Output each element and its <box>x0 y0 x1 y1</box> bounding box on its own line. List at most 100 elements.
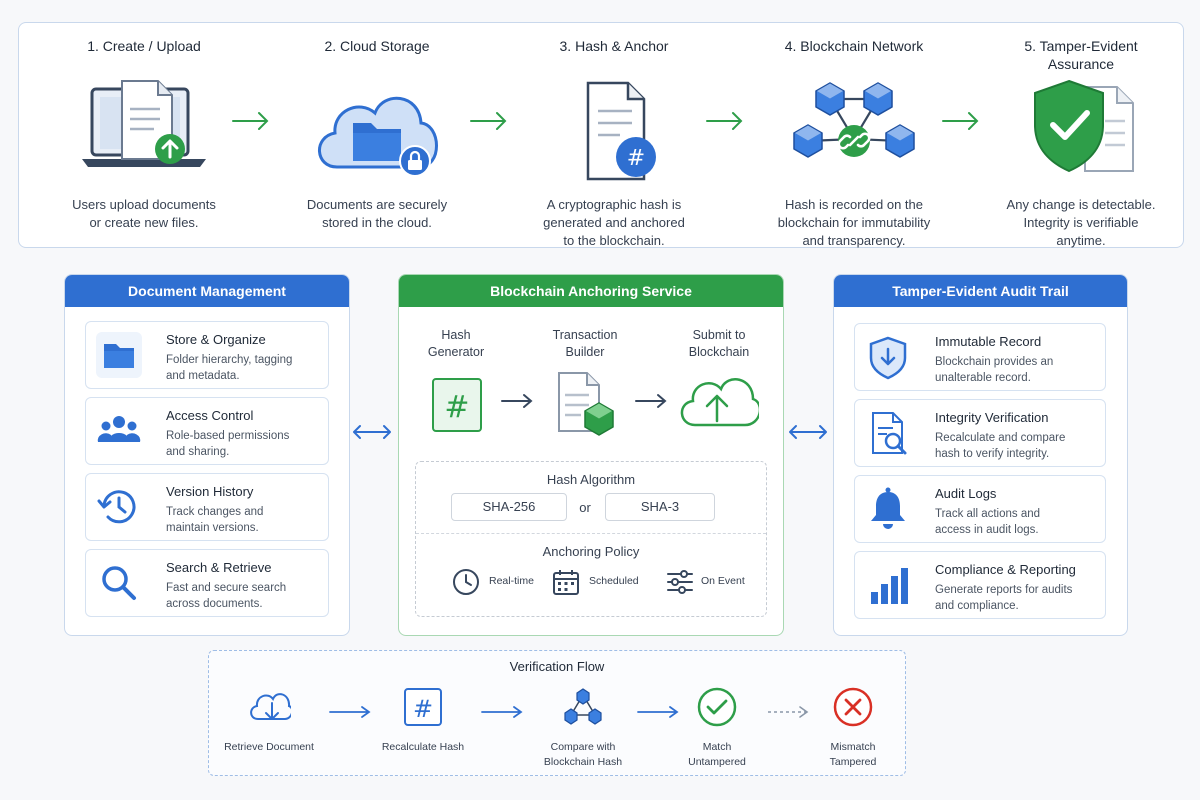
cloud-folder-lock-icon <box>318 96 438 177</box>
search-icon <box>102 566 136 600</box>
blockchain-cubes-icon <box>564 688 602 725</box>
step-desc-line: anytime. <box>1056 233 1106 248</box>
folder-icon <box>96 332 142 378</box>
card-audit-logs: Audit Logs Track all actions and access … <box>854 475 1106 543</box>
shield-down-icon <box>869 336 907 380</box>
card-desc-line: and sharing. <box>166 446 230 458</box>
x-circle-icon <box>833 687 873 727</box>
laptop-upload-icon <box>82 80 206 167</box>
verify-step-retrieve: Retrieve Document <box>209 685 329 755</box>
stage-label-line: Blockchain <box>688 345 750 359</box>
stage-label-line: Hash <box>441 328 471 342</box>
card-desc-line: and metadata. <box>166 370 240 382</box>
step-title: 5. Tamper-Evident <box>1024 38 1138 54</box>
step-desc-line: Hash is recorded on the <box>784 197 924 212</box>
algorithm-option-sha3[interactable]: SHA-3 <box>605 493 715 521</box>
verify-step-recalculate: # Recalculate Hash <box>363 685 483 755</box>
step-title: 3. Hash & Anchor <box>559 38 669 54</box>
pipeline-step-cloud-storage: 2. Cloud Storage Documents are securely … <box>277 23 477 232</box>
algorithm-or-label: or <box>579 500 591 515</box>
verify-step-label: Retrieve Document <box>224 741 314 753</box>
bell-icon <box>871 487 905 529</box>
stage-label-submit-blockchain: Submit to Blockchain <box>669 327 769 361</box>
card-desc-line: Role-based permissions <box>166 430 290 442</box>
card-desc-line: unalterable record. <box>935 372 1031 384</box>
stage-label-line: Builder <box>565 345 605 359</box>
verify-step-label: Compare with <box>550 741 616 753</box>
divider <box>416 533 766 534</box>
policy-label: On Event <box>701 575 745 587</box>
svg-text:#: # <box>444 390 469 425</box>
policy-label: Scheduled <box>589 575 639 587</box>
arrow-right-icon <box>501 394 533 408</box>
cloud-download-icon <box>250 693 294 720</box>
panel-title: Tamper-Evident Audit Trail <box>834 275 1127 307</box>
card-desc-line: Track all actions and <box>935 508 1041 520</box>
document-hash-icon: # <box>586 81 656 181</box>
arrow-right-icon <box>706 112 743 130</box>
policy-real-time[interactable]: Real-time <box>451 565 551 599</box>
verification-flow-title: Verification Flow <box>509 659 605 674</box>
card-title: Access Control <box>166 408 254 423</box>
step-desc-line: Users upload documents <box>72 197 216 212</box>
hash-icon: # <box>404 688 442 726</box>
card-desc-line: across documents. <box>166 598 263 610</box>
pipeline-step-tamper-evident: 5. Tamper-Evident Assurance Any change i… <box>981 23 1181 250</box>
card-title: Audit Logs <box>935 486 997 501</box>
step-title: 2. Cloud Storage <box>324 38 430 54</box>
arrow-right-icon <box>637 706 679 718</box>
dashed-arrow-right-icon <box>768 706 809 718</box>
pipeline-step-create-upload: 1. Create / Upload Users upload document… <box>44 23 244 232</box>
stage-label-line: Transaction <box>552 328 618 342</box>
arrow-right-icon <box>470 112 507 130</box>
clock-icon <box>453 569 479 595</box>
step-title: 1. Create / Upload <box>87 38 201 54</box>
bidirectional-arrow-icon <box>353 425 391 439</box>
history-clock-icon <box>97 490 136 524</box>
card-title: Integrity Verification <box>935 410 1049 425</box>
verify-step-match: Match Untampered <box>657 685 777 770</box>
hash-algorithm-title: Hash Algorithm <box>546 472 636 487</box>
card-desc-line: Recalculate and compare <box>935 432 1066 444</box>
transaction-document-icon <box>558 372 614 436</box>
card-desc-line: access in audit logs. <box>935 524 1039 536</box>
card-desc-line: Generate reports for audits <box>935 584 1073 596</box>
verify-step-label: Untampered <box>688 756 746 768</box>
verify-step-mismatch: Mismatch Tampered <box>793 685 913 770</box>
bar-chart-icon <box>871 568 908 604</box>
step-desc-line: or create new files. <box>89 215 199 230</box>
hash-generator-icon: # <box>432 378 482 432</box>
card-search-retrieve: Search & Retrieve Fast and secure search… <box>85 549 329 617</box>
card-desc-line: Fast and secure search <box>166 582 287 594</box>
step-desc-line: blockchain for immutability <box>777 215 931 230</box>
cloud-upload-icon <box>680 378 759 427</box>
algorithm-option-sha256[interactable]: SHA-256 <box>451 493 567 521</box>
card-title: Compliance & Reporting <box>935 562 1076 577</box>
step-desc-line: stored in the cloud. <box>322 215 432 230</box>
policy-scheduled[interactable]: Scheduled <box>551 565 651 599</box>
policy-on-event[interactable]: On Event <box>665 565 765 599</box>
stage-label-transaction-builder: Transaction Builder <box>535 327 635 361</box>
verify-step-compare: Compare with Blockchain Hash <box>523 685 643 770</box>
pipeline-panel: 1. Create / Upload Users upload document… <box>18 22 1184 248</box>
step-title: 4. Blockchain Network <box>784 38 924 54</box>
step-title: Assurance <box>1047 56 1115 72</box>
arrow-right-icon <box>481 706 523 718</box>
card-desc-line: and compliance. <box>935 600 1019 612</box>
anchoring-policy-title: Anchoring Policy <box>542 544 640 559</box>
card-immutable-record: Immutable Record Blockchain provides an … <box>854 323 1106 391</box>
step-desc-line: A cryptographic hash is <box>546 197 682 212</box>
card-desc-line: hash to verify integrity. <box>935 448 1050 460</box>
policy-label: Real-time <box>489 575 534 587</box>
panel-title: Document Management <box>65 275 349 307</box>
card-title: Search & Retrieve <box>166 560 272 575</box>
card-title: Store & Organize <box>166 332 266 347</box>
stage-label-line: Submit to <box>692 328 746 342</box>
card-store-organize: Store & Organize Folder hierarchy, taggi… <box>85 321 329 389</box>
arrow-right-icon <box>329 706 371 718</box>
verify-step-label: Mismatch <box>830 741 876 753</box>
step-desc-line: Any change is detectable. <box>1006 197 1156 212</box>
card-desc-line: Blockchain provides an <box>935 356 1054 368</box>
card-desc-line: Track changes and <box>166 506 264 518</box>
verify-step-label: Recalculate Hash <box>381 741 465 753</box>
